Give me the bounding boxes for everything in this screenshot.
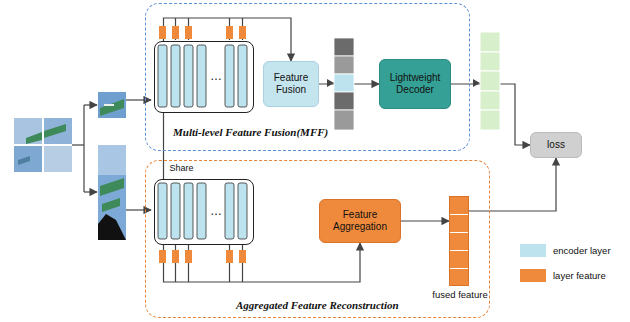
output-column	[473, 32, 500, 130]
layer-features	[159, 250, 246, 263]
encoder-block: …	[154, 179, 254, 245]
input-arrow	[84, 104, 97, 105]
image-patch	[44, 146, 72, 172]
legend-item: layer feature	[520, 269, 606, 282]
layer-feature	[159, 26, 166, 39]
loss-box: loss	[530, 132, 582, 158]
module-region: Aggregated Feature Reconstruction … Featur…	[145, 160, 490, 318]
connector-arrow	[451, 84, 530, 145]
legend-label: encoder layer	[553, 245, 611, 257]
image-crop	[98, 92, 126, 118]
encoder-layer	[238, 183, 247, 239]
input-image	[14, 118, 72, 172]
input-line	[83, 105, 84, 192]
layer-feature	[172, 26, 179, 39]
encoder-layer	[184, 45, 193, 107]
box-label: loss	[547, 139, 565, 151]
full-view-image	[98, 145, 126, 240]
connector-arrow	[401, 220, 449, 221]
output-cell	[480, 52, 500, 71]
encoder-layer	[171, 183, 180, 239]
layer-feature	[185, 26, 192, 39]
feature-tap-lines	[176, 244, 243, 282]
input-arrow	[84, 191, 97, 192]
image-frame	[14, 118, 72, 172]
encoder-layers	[158, 183, 247, 239]
ellipsis-mark: …	[207, 204, 225, 218]
process-box: Feature Fusion	[263, 61, 319, 107]
encoder-layers	[158, 45, 247, 107]
output-cell	[480, 91, 500, 110]
encoder-layer	[158, 183, 167, 239]
layer-feature	[159, 250, 166, 263]
layer-feature	[226, 250, 233, 263]
token-cell	[334, 92, 354, 110]
caption-label: fused feature	[420, 289, 500, 300]
box-label: Feature Aggregation	[323, 209, 397, 233]
masked-region	[98, 214, 126, 240]
encoder-layer	[171, 45, 180, 107]
layer-features	[159, 26, 246, 39]
module-region: Multi-level Feature Fusion(MFF) … Feature …	[145, 3, 470, 151]
encoder-input-arrow	[126, 209, 151, 210]
encoder-layer	[238, 45, 247, 107]
legend-swatch	[520, 269, 546, 282]
layer-feature	[239, 250, 246, 263]
layer-feature	[239, 26, 246, 39]
encoder-input-arrow	[126, 99, 151, 100]
connector-arrow	[164, 243, 361, 282]
image-patch	[14, 146, 42, 172]
process-box: Feature Aggregation	[319, 199, 401, 243]
sign-shape	[44, 124, 66, 138]
encoder-layer	[225, 45, 234, 107]
box-label: Feature Fusion	[267, 72, 315, 96]
feature-tap-lines	[176, 18, 243, 40]
output-cell	[480, 110, 500, 130]
encoder-layer	[197, 183, 206, 239]
token-cell	[334, 110, 354, 130]
sign-shape	[102, 198, 120, 212]
image-patch	[14, 118, 42, 144]
sign-shape	[18, 156, 30, 165]
encoder-layer	[184, 183, 193, 239]
feature-column: fused feature	[449, 196, 469, 286]
output-cell	[480, 32, 500, 52]
layer-feature	[185, 250, 192, 263]
token-column	[327, 38, 354, 130]
legend-item: encoder layer	[520, 244, 611, 257]
connector-label: Share	[169, 163, 195, 174]
visible-crop-image	[98, 92, 126, 118]
sign-shape	[26, 132, 42, 144]
sky-band	[98, 145, 126, 175]
encoder-layer	[197, 45, 206, 107]
box-label: Lightweight Decoder	[383, 72, 447, 96]
sign-shape	[100, 178, 124, 196]
image-patch	[44, 118, 72, 144]
encoder-layer	[225, 183, 234, 239]
image-crop	[98, 145, 126, 240]
input-line	[72, 144, 84, 145]
legend-swatch	[520, 244, 546, 257]
sign-shape	[100, 99, 124, 116]
layer-feature	[172, 250, 179, 263]
arrow-head	[327, 79, 334, 87]
sign-text-mark	[104, 104, 114, 106]
ellipsis-mark: …	[207, 69, 225, 83]
token-cell	[334, 38, 354, 56]
decoder-box: Lightweight Decoder	[379, 59, 451, 109]
token-cell	[334, 56, 354, 74]
caption-label: Multi-level Feature Fusion(MFF)	[173, 126, 328, 139]
token-cell	[334, 74, 354, 92]
caption-label: Aggregated Feature Reconstruction	[236, 299, 399, 312]
output-cell	[480, 71, 500, 91]
connector-arrow	[163, 113, 164, 179]
layer-feature	[226, 26, 233, 39]
encoder-layer	[158, 45, 167, 107]
arrow-head	[473, 79, 480, 87]
legend-label: layer feature	[553, 270, 606, 282]
encoder-block: …	[154, 41, 254, 113]
connector-arrow	[469, 158, 556, 211]
